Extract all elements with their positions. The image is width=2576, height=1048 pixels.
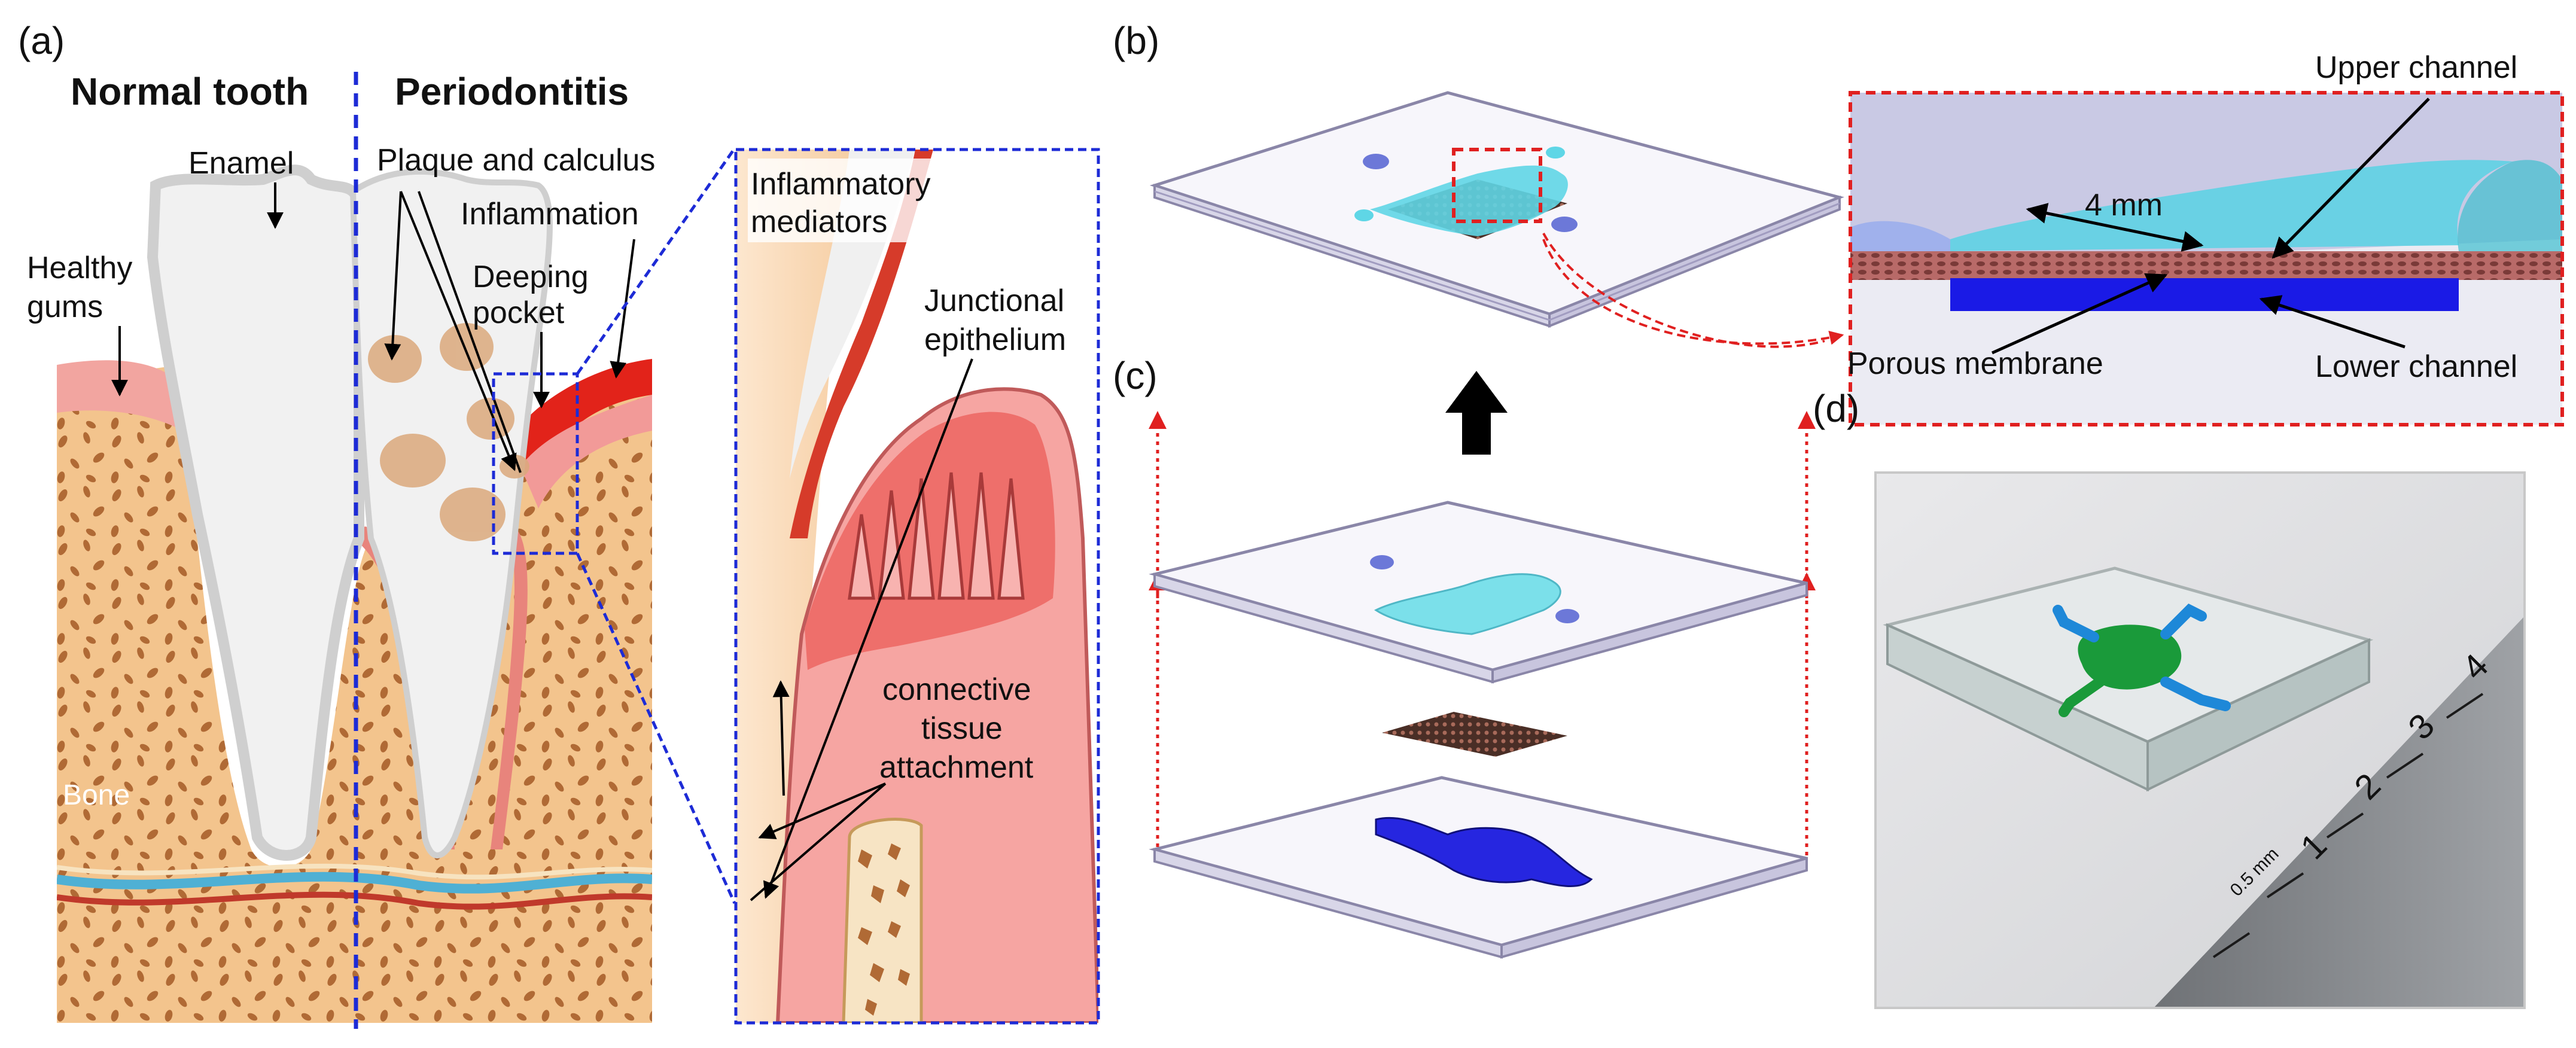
panel-c: (c) xyxy=(1113,354,1816,959)
zoom-connector-top xyxy=(576,147,736,375)
lower-channel-arrow xyxy=(2259,295,2406,349)
plaque-label: Plaque and calculus xyxy=(377,143,655,178)
connective-label-3: attachment xyxy=(879,750,1034,785)
plaque-arrow-3 xyxy=(418,191,522,473)
zoom-inflamed-red xyxy=(790,150,933,538)
plaque-arrow-1 xyxy=(384,191,402,361)
panel-b: (b) xyxy=(1113,19,2564,426)
inflammatory-label-2: mediators xyxy=(751,205,887,239)
panel-a: (a) Normal tooth Periodontitis xyxy=(18,19,1100,1029)
plaque-arrow-2 xyxy=(400,191,517,471)
normal-tooth-title: Normal tooth xyxy=(71,70,309,113)
zoom-bone-spots xyxy=(858,843,910,1016)
inflammation-label: Inflammation xyxy=(461,197,639,231)
bottom-layer xyxy=(1149,776,1808,959)
chip-blue-arm-1 xyxy=(2053,605,2099,642)
enamel-label: Enamel xyxy=(188,146,294,181)
panel-d: (d) 1 2 3 4 0.5 mm xyxy=(1813,387,2526,1009)
nerve-band xyxy=(57,872,652,894)
device-photo-frame xyxy=(1874,471,2526,1009)
zoom-arrow-1 xyxy=(1542,233,1825,348)
porous-membrane-label: Porous membrane xyxy=(1847,346,2103,381)
healthy-gums-label-2: gums xyxy=(27,290,103,324)
connective-label-2: tissue xyxy=(921,711,1003,746)
chip-blue-arm-4 xyxy=(2160,677,2231,711)
lower-channel-3d xyxy=(1375,817,1593,887)
glass-chip-side-2 xyxy=(2146,638,2370,792)
vessel-band-2 xyxy=(57,863,652,880)
cross-section-frame xyxy=(1849,91,2564,426)
lower-channel-cross xyxy=(1950,278,2459,311)
inflammation-arrow xyxy=(610,239,635,379)
connective-arrow-3 xyxy=(750,782,887,901)
four-mm-label: 4 mm xyxy=(2085,188,2163,223)
deeping-pocket-label-2: pocket xyxy=(473,295,565,330)
top-layer xyxy=(1149,501,1808,684)
normal-tooth xyxy=(147,164,364,861)
membrane-cross xyxy=(1850,251,2562,280)
chip-green-arm-3 xyxy=(2059,677,2105,717)
tooth-illustration xyxy=(57,164,652,1023)
zoom-connector-bottom xyxy=(576,552,736,904)
inflammatory-label-1: Inflammatory xyxy=(751,167,931,202)
zoom-arrow-2 xyxy=(1542,239,1844,345)
zoom-epithelium xyxy=(805,412,1055,670)
deeping-pocket-label-1: Deeping xyxy=(473,260,589,294)
assembly-arrow xyxy=(1445,371,1508,455)
connective-label-1: connective xyxy=(882,672,1031,707)
rete-ridges xyxy=(848,472,1025,600)
junctional-label-2: epithelium xyxy=(924,322,1066,357)
ruler-ticks xyxy=(2212,693,2484,958)
inflamed-gum-pink xyxy=(520,395,652,508)
zoom-source-box xyxy=(492,372,579,555)
upper-channel-arrow xyxy=(2271,98,2430,259)
porous-membrane-arrow xyxy=(1991,273,2168,355)
chip-zoom-box xyxy=(1452,148,1542,223)
bone-label: Bone xyxy=(63,779,130,811)
panel-a-letter: (a) xyxy=(18,19,65,62)
connective-arrow-1 xyxy=(772,680,790,796)
upper-channel-label: Upper channel xyxy=(2315,50,2517,85)
membrane-layer xyxy=(1382,712,1567,757)
junctional-label-1: Junctional xyxy=(924,284,1064,318)
periodontitis-title: Periodontitis xyxy=(395,70,629,113)
device-photo: 1 2 3 4 0.5 mm xyxy=(1875,473,2525,1008)
zoom-bone-piece xyxy=(842,818,923,1023)
panel-d-letter: (d) xyxy=(1813,387,1859,430)
connective-arrow-2 xyxy=(758,782,886,839)
vessel-band xyxy=(57,891,652,910)
zoom-inset-frame xyxy=(734,148,1100,1025)
zoom-inset xyxy=(736,150,1098,1023)
ruler xyxy=(2154,616,2525,1008)
chip-green-chamber xyxy=(2078,624,2182,690)
upper-channel-right xyxy=(2458,160,2562,251)
panel-c-letter: (c) xyxy=(1113,354,1158,397)
upper-channel-edge xyxy=(1850,221,1950,257)
cross-section-inset xyxy=(1850,93,2562,425)
junctional-arrow xyxy=(763,358,973,899)
four-mm-arrow xyxy=(2026,203,2204,252)
healthy-gums-label-1: Healthy xyxy=(27,251,132,285)
chip-blue-arm-2 xyxy=(2160,604,2207,639)
lower-channel-label: Lower channel xyxy=(2315,349,2517,384)
panel-b-letter: (b) xyxy=(1113,19,1159,62)
top-channel-cyan xyxy=(1370,165,1568,236)
gum-lining-2 xyxy=(491,526,528,849)
assembled-chip xyxy=(1149,91,1844,328)
